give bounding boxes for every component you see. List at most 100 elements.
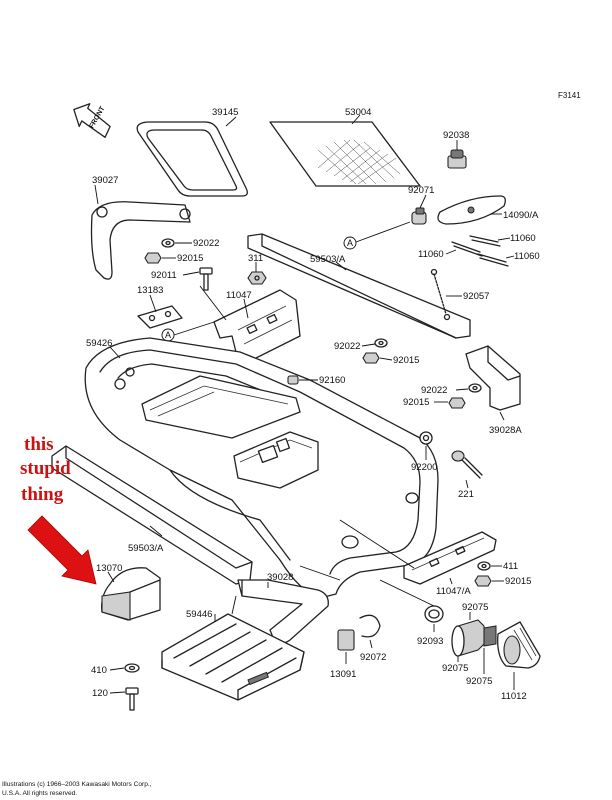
part-label-92057: 92057	[463, 291, 489, 302]
part-label-92075-b: 92075	[442, 663, 468, 674]
part-92022-mid-washer	[374, 338, 388, 348]
leader-ref-a-left	[173, 321, 215, 336]
part-label-92015-bottom: 92015	[505, 576, 531, 587]
part-311-nut	[247, 271, 267, 285]
part-59426-hull	[84, 337, 439, 599]
part-label-39027: 39027	[92, 175, 118, 186]
part-label-410: 410	[91, 665, 107, 676]
part-13070-cover	[101, 567, 161, 621]
leader-410	[109, 667, 125, 671]
part-39027-handle	[90, 201, 191, 280]
part-label-59426: 59426	[86, 338, 112, 349]
ref-marker-a-left: A	[161, 328, 175, 342]
part-label-39028a: 39028A	[489, 425, 522, 436]
part-92057-strap	[430, 268, 451, 321]
part-label-92022-mid: 92022	[334, 341, 360, 352]
leader-11060-b	[445, 249, 457, 255]
part-label-13070: 13070	[96, 563, 122, 574]
leader-53004	[351, 114, 361, 125]
red-arrow-icon	[27, 515, 97, 585]
part-92200-washer	[419, 431, 433, 445]
part-label-92072: 92072	[360, 652, 386, 663]
svg-text:thing: thing	[21, 484, 64, 505]
part-221-screw	[451, 450, 483, 479]
part-92015-right-nut	[448, 397, 466, 409]
part-label-92160: 92160	[319, 375, 345, 386]
part-label-11060-a: 11060	[510, 233, 536, 244]
leader-92015-mid	[379, 357, 393, 361]
part-53004-mat	[269, 121, 421, 187]
part-label-221: 221	[458, 489, 474, 500]
part-92015-bottom-nut	[474, 575, 492, 587]
leader-39028a	[499, 411, 505, 421]
part-92071-plug	[411, 207, 427, 225]
part-label-59503a-bottom: 59503/A	[128, 543, 164, 554]
part-92011-bolt	[199, 267, 213, 291]
part-92072-clamp	[359, 614, 381, 638]
figure-code: F3141	[558, 91, 581, 100]
part-13091-plate	[337, 629, 355, 651]
svg-text:A: A	[347, 238, 353, 248]
annotation-text: this stupid thing	[20, 434, 71, 505]
part-92075-bushings	[451, 619, 497, 657]
leader-92022-mid	[361, 343, 376, 347]
leader-92022-right	[455, 388, 469, 391]
part-92015-mid-nut	[362, 352, 380, 364]
part-label-411: 411	[503, 561, 518, 572]
part-label-92075-c: 92075	[466, 676, 492, 687]
leader-11060-a	[497, 237, 511, 241]
leader-11060-c	[505, 255, 515, 259]
part-label-11012: 11012	[501, 691, 527, 702]
leader-13183	[149, 294, 157, 313]
leader-92071	[419, 194, 427, 209]
copyright-line-1: Illustrations (c) 1966–2003 Kawasaki Mot…	[2, 781, 152, 788]
part-11047a-bracket	[403, 531, 497, 585]
part-label-92015-top: 92015	[177, 253, 203, 264]
leader-59503a-top	[335, 261, 347, 271]
part-120-bolt	[125, 687, 139, 711]
leader-59426	[109, 346, 121, 359]
part-label-92075-a: 92075	[462, 602, 488, 613]
part-410-washer	[124, 663, 140, 673]
part-92015-top-nut	[144, 252, 162, 264]
part-label-92071: 92071	[408, 185, 434, 196]
leader-221	[465, 479, 469, 489]
svg-text:this: this	[24, 434, 54, 455]
part-label-92022-right: 92022	[421, 385, 447, 396]
part-label-92200: 92200	[411, 462, 437, 473]
leader-92011	[182, 271, 200, 276]
part-59503a-top-rail	[247, 233, 471, 339]
svg-text:A: A	[165, 330, 171, 340]
part-label-13091: 13091	[330, 669, 356, 680]
leader-11047a	[449, 577, 453, 585]
leader-39145	[225, 116, 237, 127]
part-92160-grommet	[287, 375, 299, 385]
part-14090a-cover	[437, 195, 506, 225]
part-label-11060-c: 11060	[514, 251, 540, 262]
svg-text:stupid: stupid	[20, 458, 71, 479]
part-label-11060-b: 11060	[418, 249, 444, 260]
part-label-14090a: 14090/A	[503, 210, 539, 221]
part-39028a-handle	[465, 345, 521, 411]
leader-120	[109, 691, 126, 694]
leader-13070	[107, 571, 115, 583]
leader-39027	[94, 184, 99, 205]
copyright-line-2: U.S.A. All rights reserved.	[2, 790, 77, 797]
front-arrow-icon: FRONT	[73, 103, 111, 138]
part-label-92011: 92011	[151, 270, 177, 281]
part-13183-bracket	[137, 305, 183, 329]
part-11060-strips	[451, 235, 509, 267]
part-39145-seal-frame	[136, 121, 248, 197]
part-label-120: 120	[92, 688, 108, 699]
part-label-11047a: 11047/A	[436, 586, 471, 597]
part-label-59446: 59446	[186, 609, 212, 620]
part-label-311: 311	[248, 253, 263, 264]
part-label-53004: 53004	[345, 107, 371, 118]
part-411-washer	[477, 561, 491, 571]
part-59446-grate	[161, 613, 305, 701]
part-label-92015-right: 92015	[403, 397, 429, 408]
part-label-39145: 39145	[212, 107, 238, 118]
part-label-13183: 13183	[137, 285, 163, 296]
part-label-11047: 11047	[226, 290, 252, 301]
